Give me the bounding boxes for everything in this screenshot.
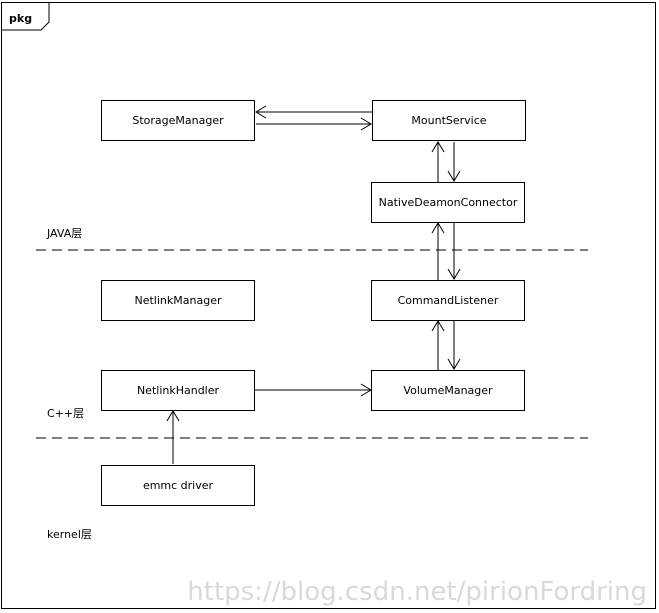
netlink-manager-box: NetlinkManager [101, 280, 255, 321]
pkg-tab-outline [1, 2, 50, 31]
connector-to-commandlistener-arrow [447, 223, 461, 280]
command-listener-box: CommandListener [371, 280, 525, 321]
java-layer-label: JAVA层 [47, 227, 83, 240]
storage-manager-box: StorageManager [101, 100, 255, 141]
volumemanager-to-commandlistener-arrow [431, 320, 445, 370]
commandlistener-to-connector-arrow [431, 222, 445, 280]
native-daemon-connector-box: NativeDeamonConnector [371, 182, 525, 223]
emmcdriver-to-netlinkhandler-arrow [166, 410, 180, 464]
pkg-tab-label: pkg [9, 12, 33, 25]
connector-to-mountservice-arrow [431, 141, 445, 182]
netlinkhandler-to-volumemanager-arrow [254, 383, 372, 397]
mount-service-box: MountService [372, 100, 526, 141]
kernel-layer-label: kernel层 [47, 528, 92, 541]
volume-manager-box: VolumeManager [371, 370, 525, 411]
watermark: https://blog.csdn.net/pirionFordring [187, 577, 647, 607]
pkg-tab: pkg [1, 2, 49, 30]
mountservice-to-storagemanager-arrow [255, 105, 372, 119]
emmc-driver-box: emmc driver [101, 465, 255, 506]
storagemanager-to-mountservice-arrow [256, 117, 372, 131]
commandlistener-to-volumemanager-arrow [447, 321, 461, 370]
cpp-layer-label: C++层 [47, 407, 85, 420]
mountservice-to-connector-arrow [447, 142, 461, 182]
netlink-handler-box: NetlinkHandler [101, 370, 255, 411]
